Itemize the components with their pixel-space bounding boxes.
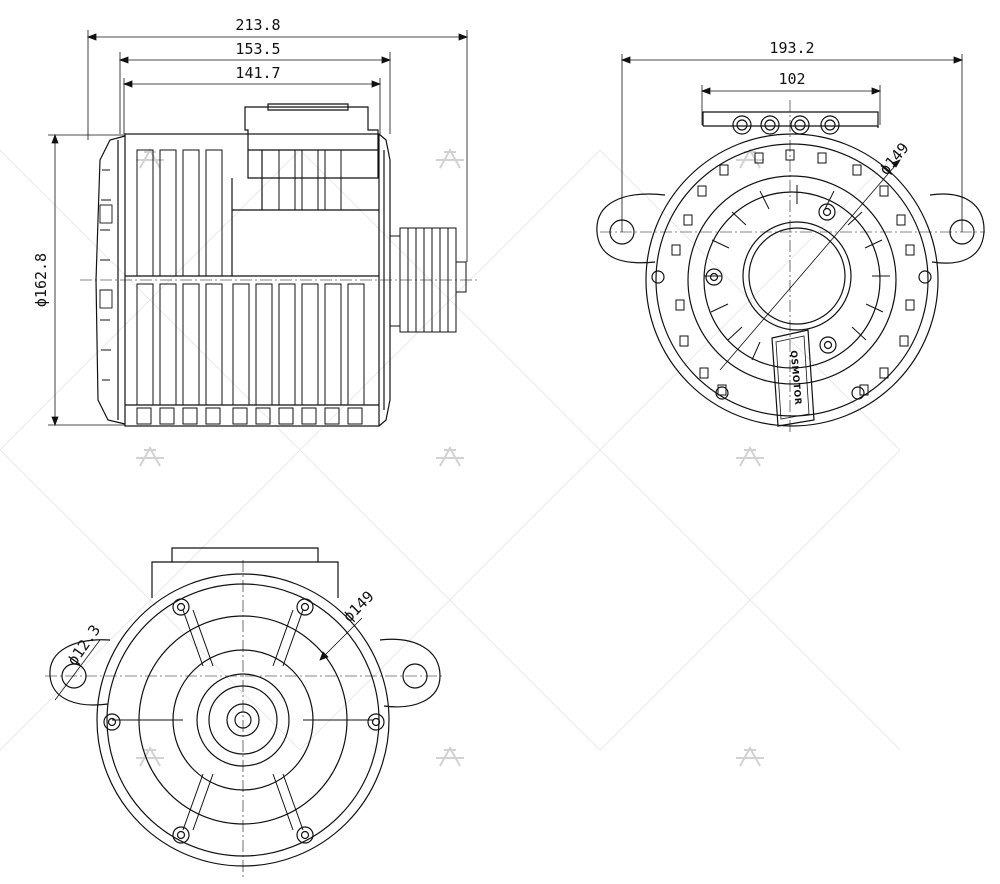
front-dim-lines: [620, 54, 964, 371]
qsmotor-stamp: QSMOTOR: [788, 350, 803, 406]
dim-side-diameter: ϕ162.8: [32, 253, 50, 307]
watermark-logos: [136, 147, 764, 767]
dim-overall-length: 213.8: [235, 16, 280, 34]
dim-housing-length: 141.7: [235, 64, 280, 82]
rear-view: [45, 547, 445, 880]
side-view: [48, 30, 478, 427]
dim-front-diameter: ϕ149: [876, 139, 913, 178]
dim-terminal-span: 102: [778, 70, 805, 88]
dim-body-length: 153.5: [235, 40, 280, 58]
dim-rear-diameter: ϕ149: [339, 587, 377, 625]
front-fins: [704, 185, 890, 361]
dim-ear-span: 193.2: [769, 39, 814, 57]
watermark: [0, 149, 901, 751]
side-dim-lines: [48, 30, 469, 427]
front-view: [596, 54, 985, 432]
side-fins: [136, 149, 365, 425]
rear-spokes: [112, 609, 374, 831]
